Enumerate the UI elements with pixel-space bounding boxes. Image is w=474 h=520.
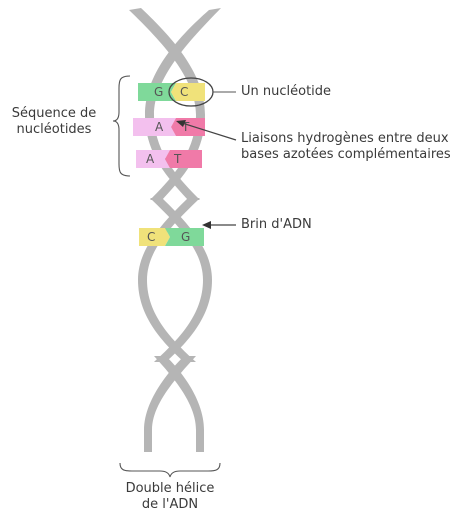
hydrogen-arrow <box>176 120 237 141</box>
base-letter-right: T <box>173 152 182 166</box>
sequence-label: Séquence de nucléotides <box>4 106 104 138</box>
base-pair-4: C G <box>139 228 204 246</box>
strand-ribbon <box>138 198 200 362</box>
strand-ribbon <box>145 8 221 200</box>
strand-ribbon <box>154 356 204 452</box>
sequence-label-line1: Séquence de <box>11 106 97 121</box>
base-letter-left: A <box>146 152 155 166</box>
strand-ribbon <box>144 356 196 452</box>
base-letter-left: G <box>154 85 163 99</box>
hydrogen-bond-label-line2: bases azotées complémentaires <box>241 147 451 162</box>
strand-arrow <box>202 221 236 229</box>
helix-brace <box>119 462 221 478</box>
hydrogen-bond-label: Liaisons hydrogènes entre deux bases azo… <box>241 131 451 163</box>
strand-label: Brin d'ADN <box>241 217 312 232</box>
strand-ribbon <box>129 8 205 200</box>
helix-label-line1: Double hélice <box>125 481 215 496</box>
nucleotide-a <box>133 118 176 136</box>
nucleotide-label: Un nucléotide <box>241 84 332 99</box>
helix-label-line2: de l'ADN <box>141 497 199 512</box>
base-pair-3: A T <box>136 150 202 168</box>
base-letter-left: A <box>155 120 164 134</box>
nucleotide-t <box>165 150 202 168</box>
nucleotide-c <box>139 228 170 246</box>
strand-ribbon <box>150 198 212 362</box>
hydrogen-bond-label-line1: Liaisons hydrogènes entre deux <box>241 131 449 146</box>
nucleotide-c <box>171 83 205 101</box>
sequence-brace <box>112 75 131 177</box>
base-pair-1: G C <box>138 83 205 101</box>
nucleotide-a <box>136 150 170 168</box>
base-letter-right: T <box>181 120 190 134</box>
base-letter-right: G <box>181 230 190 244</box>
base-letter-left: C <box>147 230 155 244</box>
base-letter-right: C <box>180 85 188 99</box>
nucleotide-g <box>138 83 176 101</box>
sequence-label-line2: nucléotides <box>16 122 92 137</box>
nucleotide-g <box>165 228 204 246</box>
helix-label: Double hélice de l'ADN <box>110 481 230 513</box>
